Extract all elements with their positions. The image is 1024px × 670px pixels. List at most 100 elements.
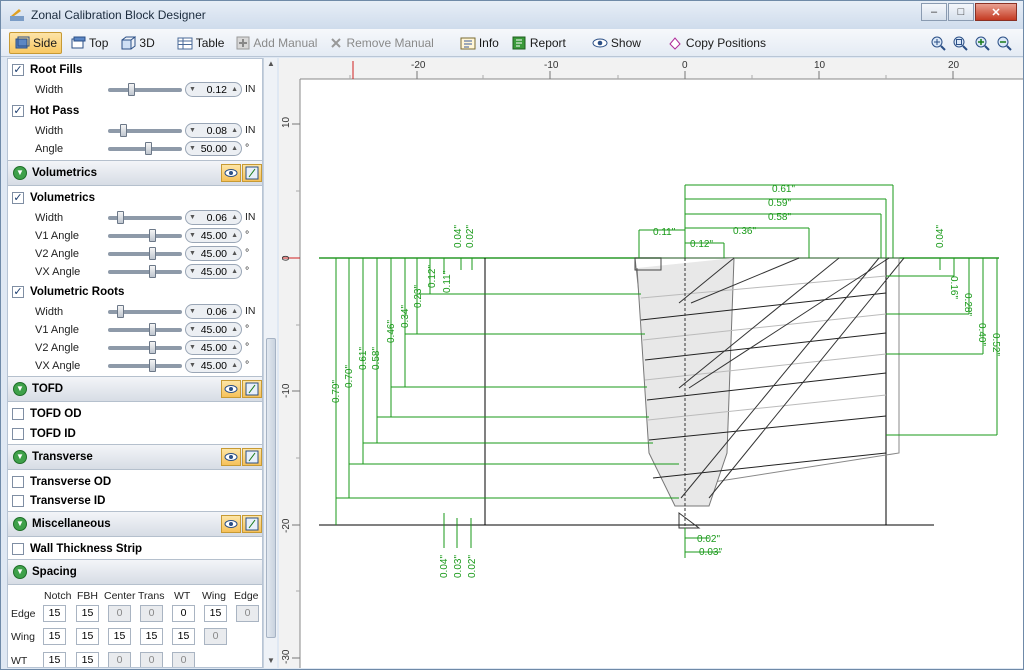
volumetrics-checkbox[interactable]: ✓ — [12, 192, 24, 204]
eye-icon[interactable] — [221, 515, 241, 533]
volumetric-roots-v2-spinner[interactable]: ▼45.00▲ — [185, 340, 242, 355]
slider-knob[interactable] — [149, 323, 156, 336]
zoom-in-icon[interactable] — [971, 33, 993, 53]
spacing-cell[interactable]: 15 — [108, 628, 131, 645]
volumetric-roots-v1-spinner[interactable]: ▼45.00▲ — [185, 322, 242, 337]
slider-knob[interactable] — [145, 142, 152, 155]
ruler-icon[interactable] — [242, 448, 262, 466]
spacing-cell[interactable]: 15 — [172, 628, 195, 645]
spacing-cell[interactable]: 15 — [204, 605, 227, 622]
root-fills-width-slider[interactable] — [108, 83, 182, 96]
side-view-button[interactable]: Side — [9, 31, 63, 54]
volumetrics-v2-slider[interactable] — [108, 247, 182, 260]
slider-knob[interactable] — [128, 83, 135, 96]
spacing-cell[interactable]: 15 — [76, 628, 99, 645]
transverse-od-checkbox[interactable] — [12, 476, 24, 488]
hot-pass-width-spinner[interactable]: ▼0.08▲ — [185, 123, 242, 138]
volumetric-roots-vx-spinner[interactable]: ▼45.00▲ — [185, 358, 242, 373]
zoom-out-icon[interactable] — [993, 33, 1015, 53]
volumetrics-width-slider[interactable] — [108, 211, 182, 224]
unit-label: ° — [245, 247, 250, 259]
spacing-cell[interactable]: 15 — [43, 628, 66, 645]
scrollbar-thumb[interactable] — [266, 338, 276, 638]
slider-knob[interactable] — [149, 265, 156, 278]
3d-view-button[interactable]: 3D — [116, 32, 158, 54]
hot-pass-angle-slider[interactable] — [108, 142, 182, 155]
slider-knob[interactable] — [120, 124, 127, 137]
volumetric-roots-v1-slider[interactable] — [108, 323, 182, 336]
scroll-down-icon[interactable]: ▼ — [267, 656, 275, 665]
show-button[interactable]: Show — [588, 32, 645, 54]
spacing-cell[interactable]: 0 — [172, 605, 195, 622]
misc-section-header[interactable]: ▼Miscellaneous — [8, 511, 262, 537]
volumetric-roots-vx-slider[interactable] — [108, 359, 182, 372]
slider-knob[interactable] — [149, 359, 156, 372]
root-fills-width-spinner[interactable]: ▼0.12▲ — [185, 82, 242, 97]
spacing-cell[interactable]: 15 — [43, 652, 66, 667]
eye-icon — [592, 38, 608, 47]
cube-icon — [121, 36, 137, 49]
eye-icon[interactable] — [221, 448, 241, 466]
top-view-button[interactable]: Top — [66, 32, 112, 54]
eye-icon[interactable] — [221, 380, 241, 398]
volumetric-roots-checkbox[interactable]: ✓ — [12, 286, 24, 298]
volumetrics-v2-spinner[interactable]: ▼45.00▲ — [185, 246, 242, 261]
spacing-cell[interactable]: 15 — [140, 628, 163, 645]
hot-pass-checkbox[interactable]: ✓ — [12, 105, 24, 117]
plus-icon — [236, 36, 250, 49]
volumetrics-vx-slider[interactable] — [108, 265, 182, 278]
ruler-icon[interactable] — [242, 515, 262, 533]
zoom-extents-icon[interactable] — [927, 33, 949, 53]
collapse-icon[interactable]: ▼ — [13, 382, 27, 396]
volumetrics-width-spinner[interactable]: ▼0.06▲ — [185, 210, 242, 225]
tofd-od-checkbox[interactable] — [12, 408, 24, 420]
volumetric-roots-width-spinner[interactable]: ▼0.06▲ — [185, 304, 242, 319]
spacing-section-header[interactable]: ▼Spacing — [8, 559, 262, 585]
tofd-section-header[interactable]: ▼TOFD — [8, 376, 262, 402]
wall-strip-checkbox[interactable] — [12, 543, 24, 555]
collapse-icon[interactable]: ▼ — [13, 565, 27, 579]
volumetric-roots-width-slider[interactable] — [108, 305, 182, 318]
unit-label: ° — [245, 341, 250, 353]
transverse-id-checkbox[interactable] — [12, 495, 24, 507]
hot-pass-angle-spinner[interactable]: ▼50.00▲ — [185, 141, 242, 156]
remove-manual-button[interactable]: Remove Manual — [325, 32, 437, 54]
collapse-icon[interactable]: ▼ — [13, 166, 27, 180]
zoom-window-icon[interactable] — [949, 33, 971, 53]
volumetrics-v1-slider[interactable] — [108, 229, 182, 242]
spacing-cell[interactable]: 15 — [76, 605, 99, 622]
drawing-canvas[interactable]: -20 -10 0 10 20 10 0 -10 -20 -30 — [279, 58, 1023, 668]
transverse-section-header[interactable]: ▼Transverse — [8, 444, 262, 470]
spacing-cell[interactable]: 15 — [76, 652, 99, 667]
root-fills-checkbox[interactable]: ✓ — [12, 64, 24, 76]
close-button[interactable]: ✕ — [975, 3, 1017, 21]
copy-positions-button[interactable]: Copy Positions — [663, 32, 770, 54]
table-button[interactable]: Table — [173, 32, 229, 54]
minimize-button[interactable]: – — [921, 3, 947, 21]
slider-knob[interactable] — [149, 341, 156, 354]
panel-scrollbar[interactable]: ▲ ▼ — [263, 58, 277, 668]
maximize-button[interactable]: □ — [948, 3, 974, 21]
ruler-icon[interactable] — [242, 164, 262, 182]
tofd-id-checkbox[interactable] — [12, 428, 24, 440]
report-button[interactable]: Report — [507, 32, 570, 54]
eye-icon[interactable] — [221, 164, 241, 182]
collapse-icon[interactable]: ▼ — [13, 450, 27, 464]
hot-pass-width-slider[interactable] — [108, 124, 182, 137]
ruler-tick: -20 — [411, 60, 426, 71]
dimension-labels: 0.61" 0.59" 0.58" 0.36" 0.11" 0.12" 0.04… — [331, 184, 1001, 578]
volumetrics-vx-spinner[interactable]: ▼45.00▲ — [185, 264, 242, 279]
spacing-cell[interactable]: 15 — [43, 605, 66, 622]
add-manual-button[interactable]: Add Manual — [232, 32, 321, 54]
ruler-icon[interactable] — [242, 380, 262, 398]
volumetrics-v1-spinner[interactable]: ▼45.00▲ — [185, 228, 242, 243]
info-button[interactable]: Info — [456, 32, 503, 54]
volumetric-roots-v2-slider[interactable] — [108, 341, 182, 354]
slider-knob[interactable] — [117, 305, 124, 318]
volumetrics-section-header[interactable]: ▼Volumetrics — [8, 160, 262, 186]
collapse-icon[interactable]: ▼ — [13, 517, 27, 531]
scroll-up-icon[interactable]: ▲ — [267, 59, 275, 68]
slider-knob[interactable] — [149, 229, 156, 242]
slider-knob[interactable] — [149, 247, 156, 260]
slider-knob[interactable] — [117, 211, 124, 224]
